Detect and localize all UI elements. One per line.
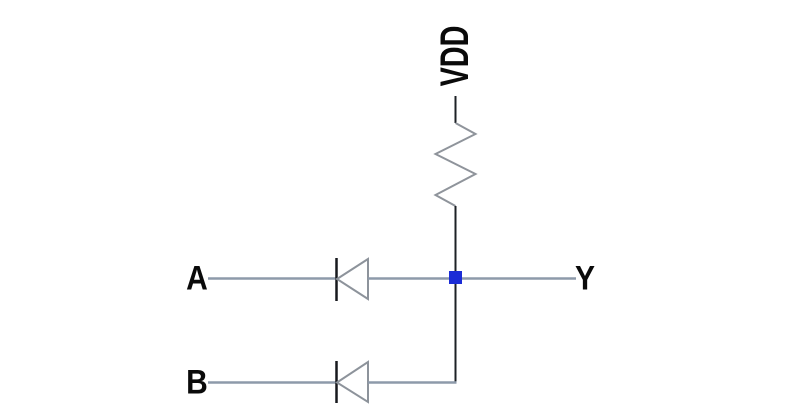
diode-b-triangle: [335, 360, 369, 404]
output-y-label: Y: [574, 259, 595, 298]
diode-a-triangle: [335, 257, 369, 301]
input-b-label: B: [186, 363, 208, 402]
junction-node: [449, 271, 462, 284]
input-a-label: A: [186, 259, 208, 298]
pullup-resistor: [433, 122, 478, 207]
vdd-label: VDD: [432, 25, 477, 87]
